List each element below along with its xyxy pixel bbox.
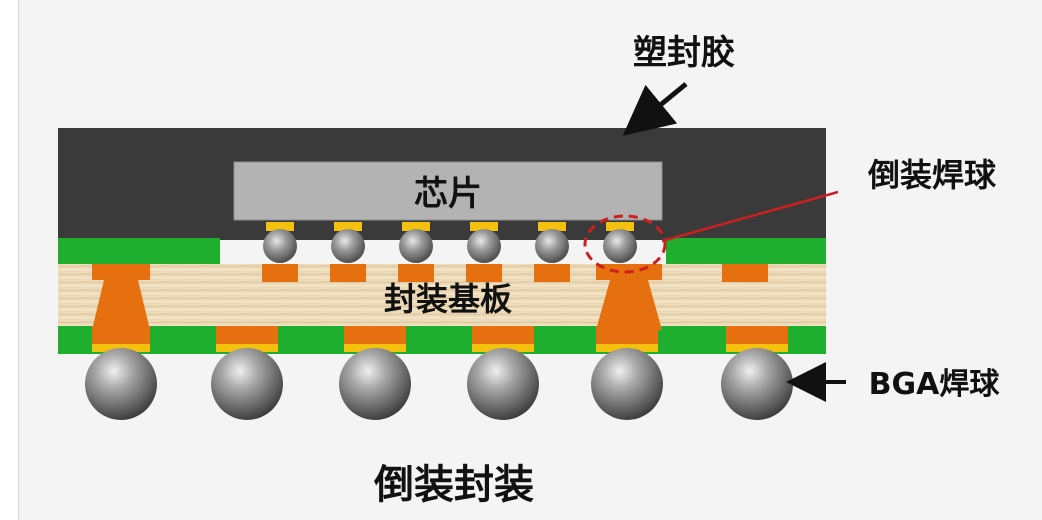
label-substrate: 封装基板 (384, 280, 512, 318)
bga-balls (85, 348, 793, 420)
chip (233, 161, 663, 221)
bottom-pad (92, 326, 150, 344)
substrate-pad (466, 264, 502, 282)
bottom-solder-mask (58, 326, 826, 354)
label-molding: 塑封胶 (633, 33, 735, 73)
via-right (596, 264, 662, 330)
substrate-pad (534, 264, 570, 282)
via-left (92, 264, 150, 330)
top-solder-mask-right (666, 238, 826, 264)
substrate-pad (330, 264, 366, 282)
bottom-pad (344, 326, 406, 344)
left-frame-border (0, 0, 19, 520)
substrate-pad (722, 264, 768, 282)
label-flip-bump: 倒装焊球 (867, 156, 997, 194)
substrate-core (58, 264, 826, 326)
molding-arrow-icon (622, 82, 688, 136)
label-bga-ball: BGA焊球 (869, 367, 1001, 402)
bottom-pad (726, 326, 788, 344)
substrate-pad (398, 264, 434, 282)
bottom-pad (472, 326, 534, 344)
substrate-pad (262, 264, 298, 282)
bump-highlight-ring (583, 214, 667, 274)
label-chip: 芯片 (414, 174, 482, 214)
bottom-pad (216, 326, 278, 344)
bump-leader-line (661, 190, 839, 243)
top-solder-mask-left (58, 238, 220, 264)
flip-bumps (263, 222, 637, 263)
bottom-pad (596, 326, 658, 344)
caption: 倒装封装 (373, 462, 534, 508)
